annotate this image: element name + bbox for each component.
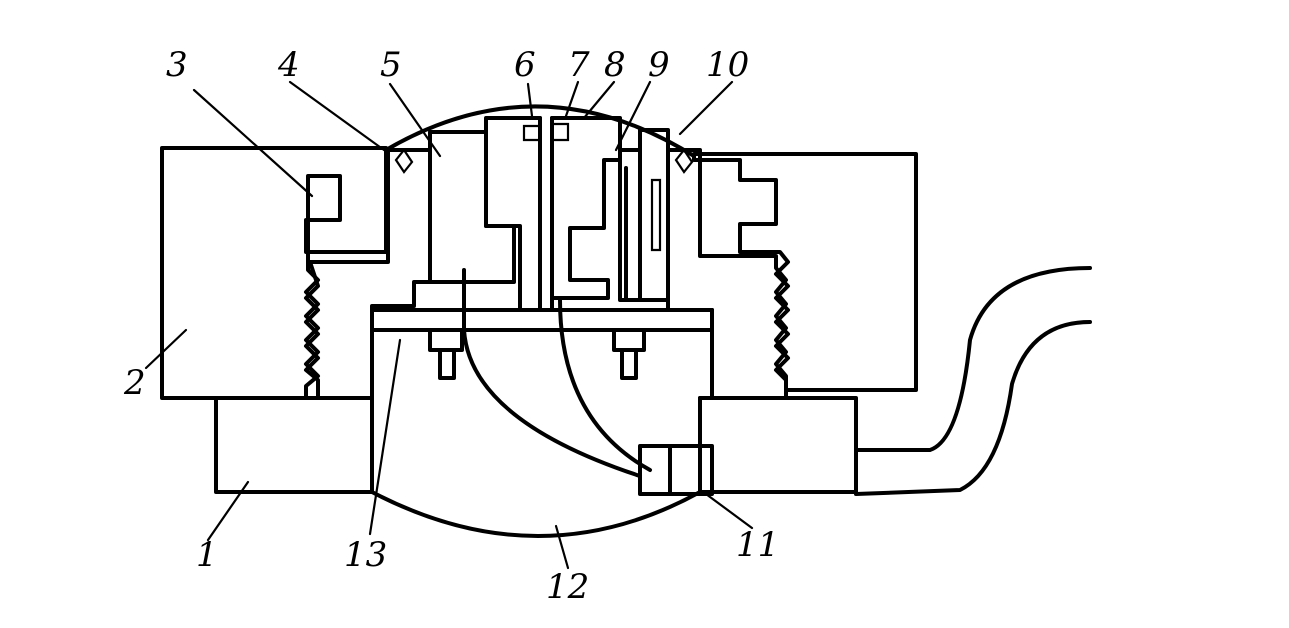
label-12: 12 [546,567,589,607]
label-2: 2 [123,363,146,403]
outer-nut-right [692,152,918,392]
external-cable [854,266,1092,496]
part-labels: 3 4 5 6 7 8 9 10 2 1 13 12 11 [123,45,779,607]
label-6: 6 [514,45,536,85]
membrane-dome [384,104,696,158]
leader-lines [144,80,754,570]
label-9: 9 [648,45,670,85]
bottom-cup [370,308,714,538]
lead-wires [462,268,652,478]
housing-base [214,396,858,494]
label-11: 11 [736,525,779,565]
label-1: 1 [196,535,218,575]
seal-ring [394,148,694,174]
label-7: 7 [568,45,590,85]
outer-nut-left [160,146,388,400]
label-10: 10 [706,45,749,85]
label-3: 3 [166,45,188,85]
label-8: 8 [604,45,626,85]
label-4: 4 [277,45,300,85]
label-5: 5 [380,45,402,85]
label-13: 13 [344,535,387,575]
connector-block [638,444,714,496]
